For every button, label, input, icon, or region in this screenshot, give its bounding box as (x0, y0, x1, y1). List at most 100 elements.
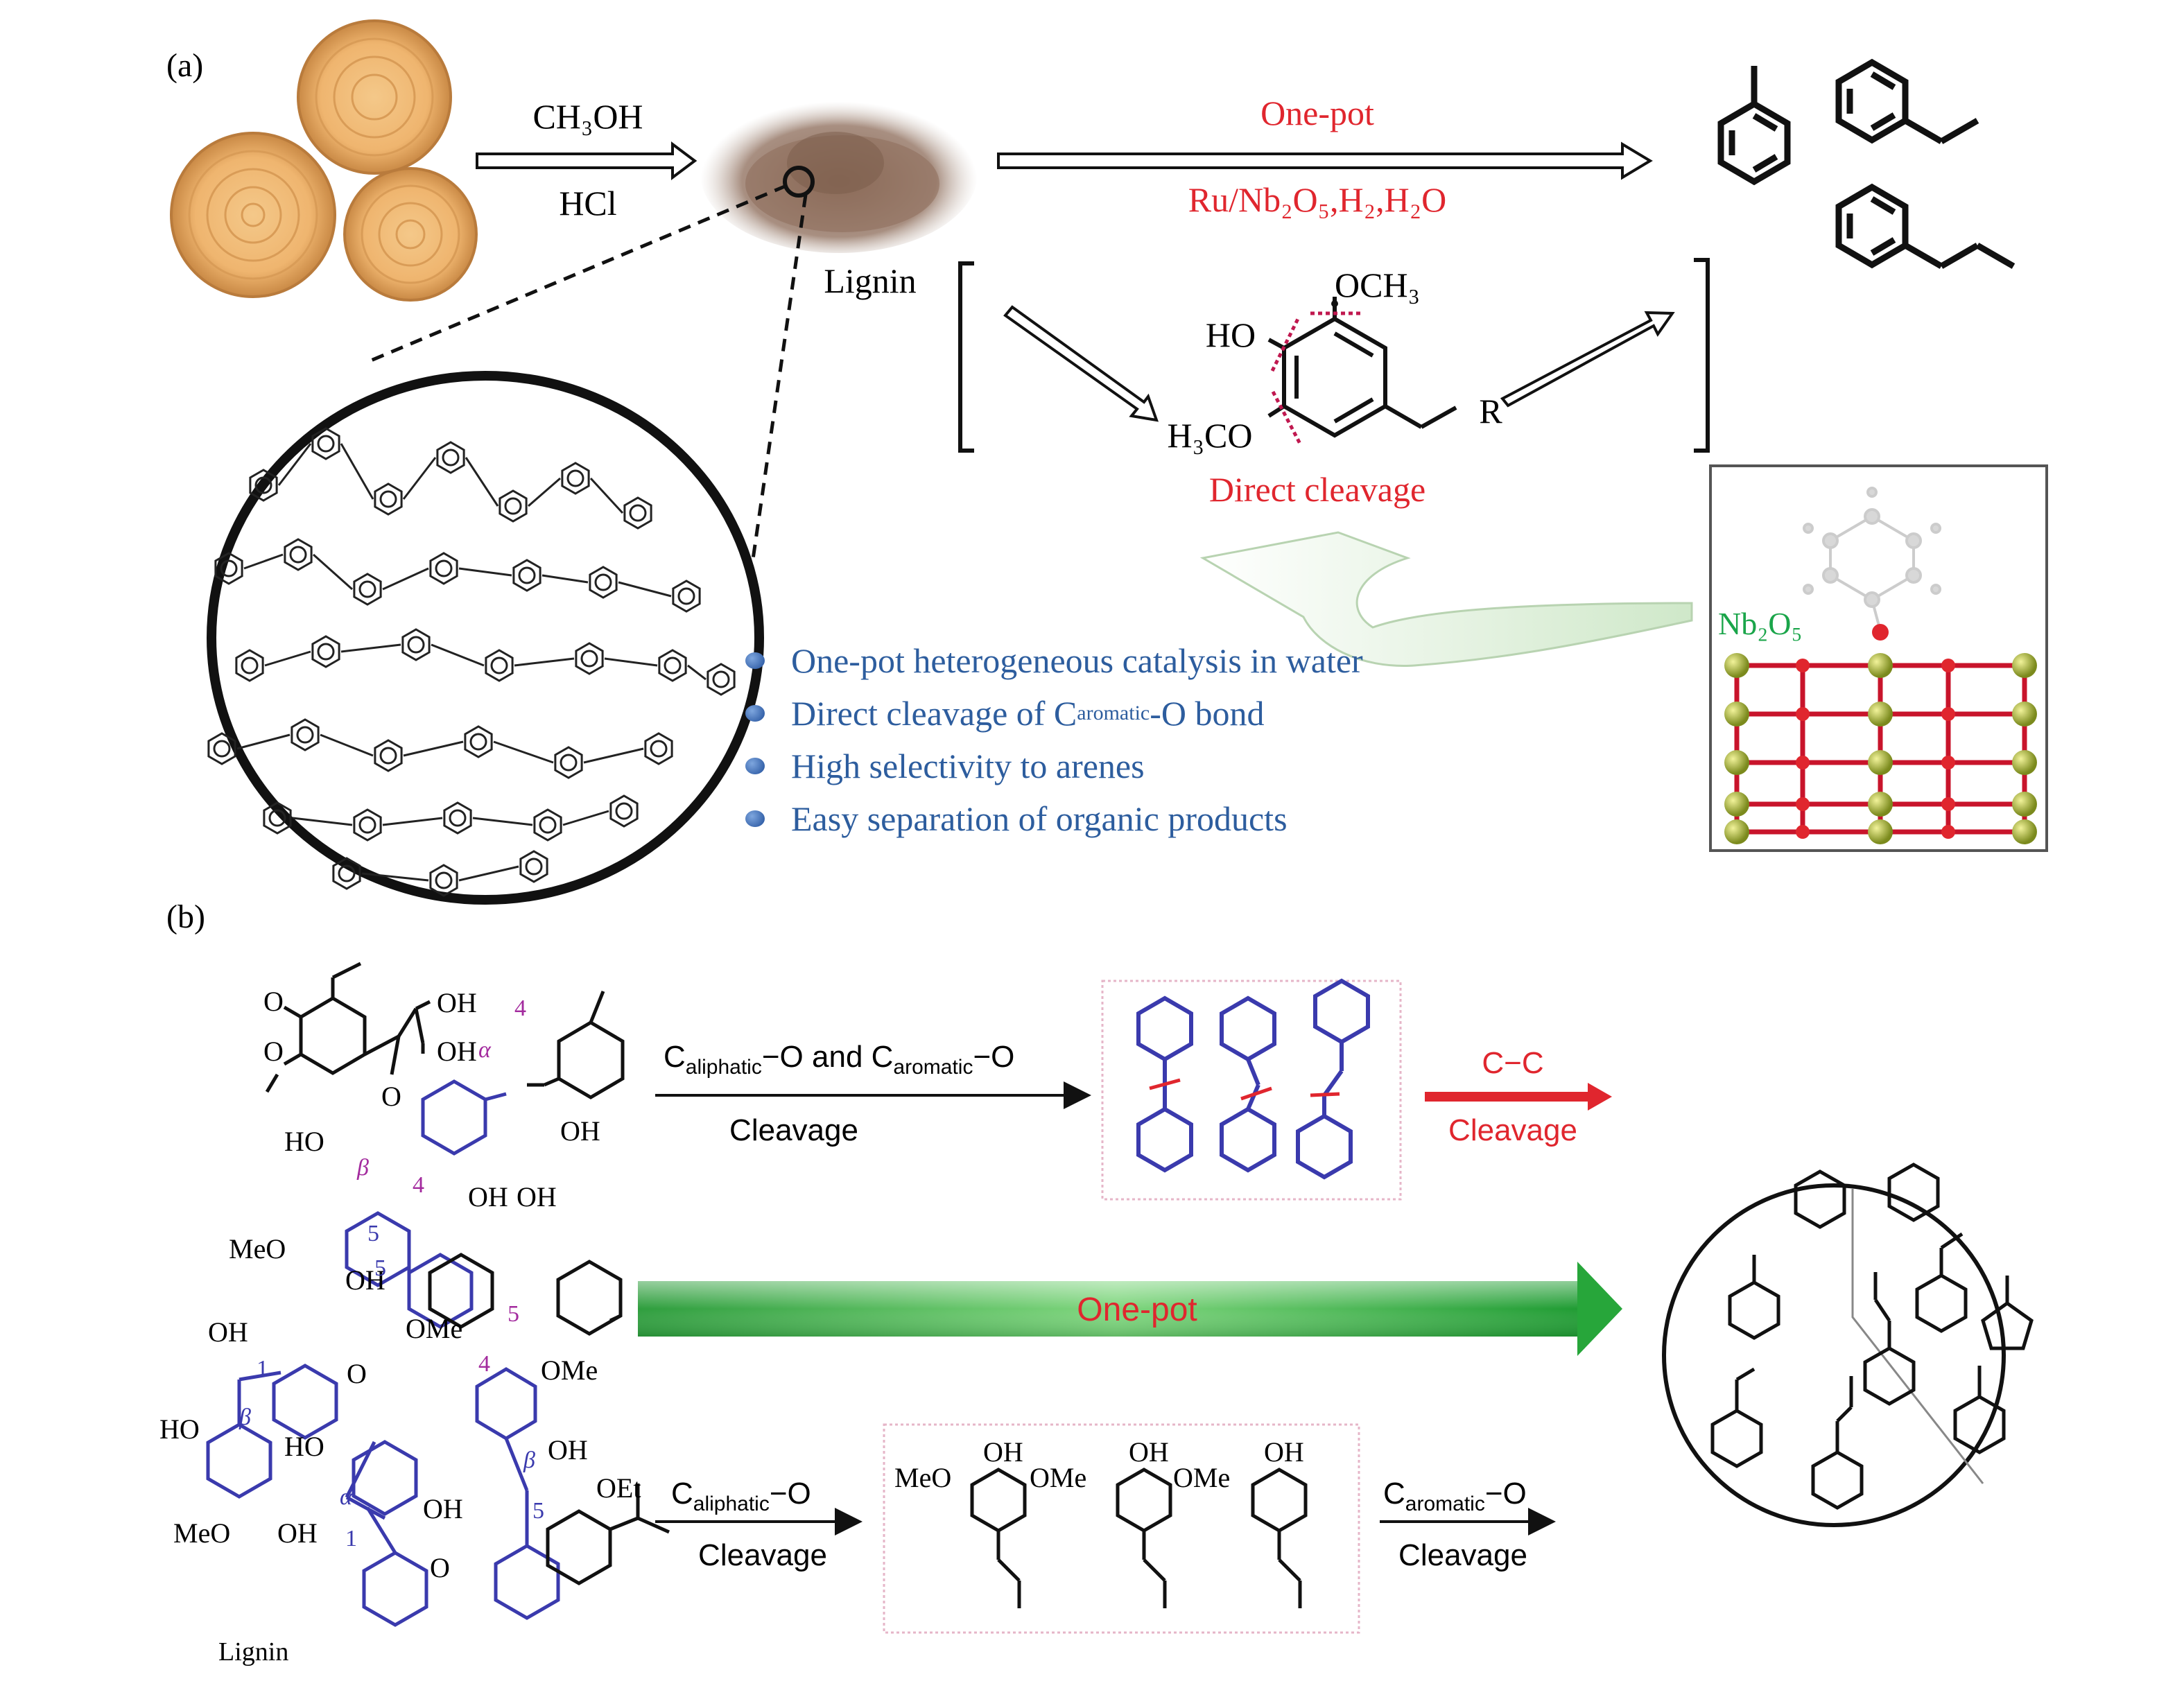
product-molecules (1710, 1163, 2034, 1510)
lignin-network-ring-inner (580, 650, 598, 668)
label-ho-1: HO (284, 1126, 324, 1157)
label-oh-7: OH (208, 1316, 248, 1348)
arrow3-pre: C (1383, 1477, 1405, 1511)
lignin-network-bond (340, 643, 401, 653)
lignin-network-ring (401, 628, 431, 661)
lignin-network-bond (604, 657, 658, 667)
lignin-network-ring-inner (220, 559, 238, 577)
process-arrow-1 (476, 141, 697, 180)
bullet-text-3: High selectivity to arenes (791, 747, 1145, 785)
arrow1-post: −O (973, 1040, 1015, 1074)
nb-atom (1724, 653, 1749, 678)
lignin-network-bond (493, 740, 554, 764)
label-o-1: O (430, 1552, 450, 1583)
label-o-2: O (347, 1358, 367, 1389)
substituent-h3co: H₃CO (1168, 416, 1253, 455)
lignin-network-ring-inner (664, 656, 682, 675)
dimer-molecules (1136, 978, 1370, 1180)
lignin-network-bond (382, 567, 429, 591)
product-circle (1662, 1183, 2006, 1527)
monomer-molecules (970, 1468, 1308, 1608)
lignin-network-bond (528, 477, 561, 507)
label-oh-5: OH (468, 1181, 508, 1212)
label-pos-4b: 4 (413, 1172, 424, 1198)
reagent-hcl: HCl (559, 184, 616, 223)
nb-atom (1868, 819, 1893, 844)
lignin-network-bond (313, 553, 353, 591)
lignin-network-ring-inner (560, 754, 578, 772)
lignin-network-ring-inner (518, 566, 536, 584)
lignin-network-ring (499, 489, 528, 523)
lignin-network-ring-inner (407, 636, 425, 654)
cc-label-bottom: Cleavage (1448, 1113, 1577, 1147)
onepot-arrow-b (638, 1262, 1622, 1356)
lignin-network-ring (589, 566, 618, 599)
lignin-network-ring (464, 725, 493, 758)
nb-atom (1868, 750, 1893, 775)
lignin-powder-image (700, 94, 978, 253)
reagent-ch3oh: CH₃OH (532, 97, 643, 136)
label-o-5: O (263, 1036, 284, 1067)
lignin-network-bond (431, 643, 485, 667)
nb-atom (2012, 792, 2037, 817)
arrow3-sub: aromatic (1405, 1493, 1485, 1515)
lignin-network-ring (519, 850, 548, 883)
lignin-network-ring-inner (254, 476, 272, 494)
lignin-network-bond (618, 581, 672, 598)
bullet-item-1: One-pot heterogeneous catalysis in water (745, 634, 1363, 687)
o-atom (1796, 825, 1810, 839)
nb-atom (1724, 792, 1749, 817)
arrow3-post: −O (1484, 1477, 1527, 1511)
bracket-right (1694, 258, 1710, 453)
lignin-network-ring (533, 808, 562, 842)
nb-atom (1868, 702, 1893, 726)
panel-b-label: (b) (166, 898, 205, 935)
lignin-network-ring-inner (469, 733, 487, 751)
label-pos-5d: 5 (532, 1498, 544, 1524)
lignin-model-structure (206, 962, 670, 1627)
label-pos-4c: 4 (478, 1351, 490, 1377)
bullet-text-2: Direct cleavage of C (791, 694, 1077, 733)
dimer-cleavage-marks (1149, 1078, 1340, 1101)
zoom-line-right (745, 194, 808, 598)
panel-a-label: (a) (166, 47, 203, 84)
label-pos-5b: 5 (374, 1255, 386, 1281)
lignin-network-bond (361, 872, 429, 882)
lignin-network-ring (353, 573, 382, 606)
propylbenzene-molecule (1835, 183, 2016, 269)
nb-atom (1724, 750, 1749, 775)
bullet-text-2-tail: -O bond (1150, 694, 1265, 733)
catalyst-conditions: Ru/Nb₂O₅,H₂,H₂O (1188, 180, 1447, 219)
lignin-network-ring (353, 808, 382, 842)
label-meo-2: MeO (173, 1517, 230, 1549)
lignin-network-ring-inner (358, 816, 376, 834)
lignin-network-bond (243, 553, 284, 570)
substituent-r: R (1479, 392, 1502, 430)
bullet-text-2-sub: aromatic (1077, 702, 1150, 724)
lignin-network-ring-inner (629, 504, 647, 522)
label-ome-2: OMe (541, 1355, 598, 1386)
label-ome-1: OMe (406, 1313, 462, 1344)
lignin-network-bond (583, 747, 644, 764)
lignin-structure-labels: OH OH OH HO MeO OH OH OH OMe HO OH HO Me… (159, 986, 641, 1583)
lignin-network-ring (443, 801, 472, 835)
nb2o5-label: Nb₂O₅ (1718, 606, 1803, 641)
lignin-network-bond (465, 457, 499, 507)
lignin-network-ring-inner (241, 656, 259, 675)
lignin-network-ring (561, 462, 590, 495)
lignin-network-ring (429, 552, 458, 585)
bullet-dot-icon (745, 810, 765, 827)
diag-arrow-down (1003, 305, 1159, 422)
o-atom (1796, 707, 1810, 721)
lignin-label-a: Lignin (824, 261, 916, 300)
lignin-network-ring-inner (504, 497, 522, 515)
lignin-label-b: Lignin (218, 1637, 288, 1667)
lignin-linkage-labels: α β β α β (239, 1037, 535, 1510)
lignin-network-ring (644, 732, 673, 765)
lignin-network-ring-inner (435, 871, 453, 889)
o-atom (1941, 707, 1955, 721)
label-ho-3: HO (284, 1431, 324, 1462)
bracket-left (958, 261, 974, 453)
